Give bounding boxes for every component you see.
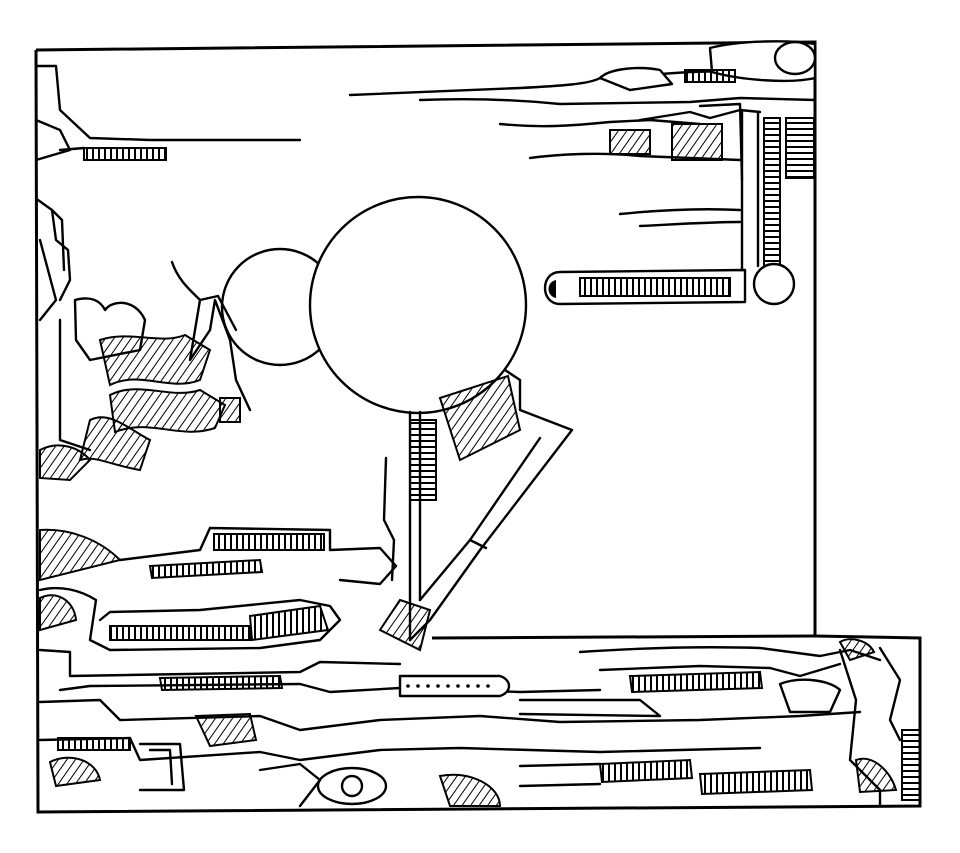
sphere-large [308,195,528,415]
bottom-machinery [38,638,921,808]
top-right-machinery [348,40,817,282]
spheres [220,195,528,415]
right-capsule-tube [543,262,796,306]
central-pylon [378,368,574,652]
mid-machinery [38,526,398,652]
lower-extension-frame [431,634,816,640]
dotted-rail [406,684,490,688]
left-machinery [36,198,252,482]
outer-frame [34,40,922,814]
top-left-machinery [34,64,302,162]
